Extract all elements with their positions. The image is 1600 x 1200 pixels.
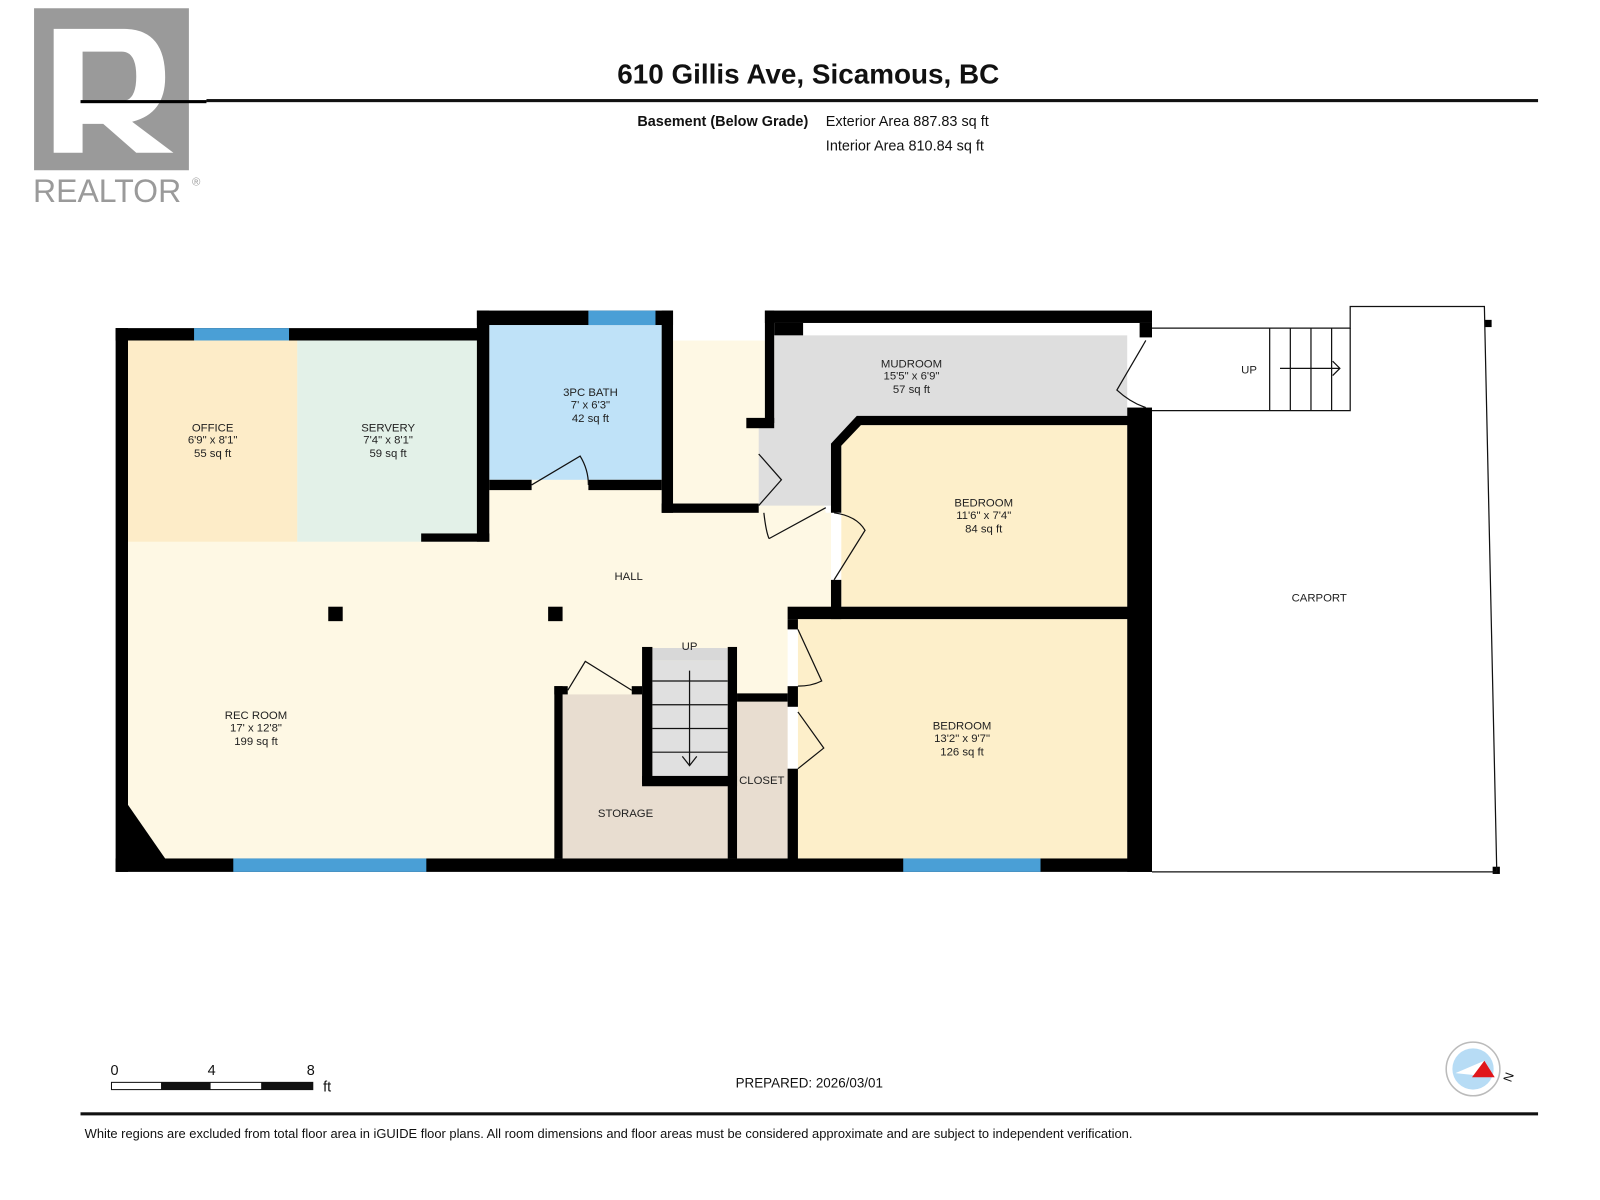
exterior-area: Exterior Area 887.83 sq ft	[826, 114, 989, 130]
svg-text:6'9" x 8'1": 6'9" x 8'1"	[188, 435, 238, 447]
room-bedroom-2: BEDROOM 13'2" x 9'7" 126 sq ft	[933, 720, 992, 758]
footer-disclaimer: White regions are excluded from total fl…	[85, 1126, 1133, 1141]
svg-text:7' x 6'3": 7' x 6'3"	[571, 400, 610, 412]
windows	[194, 310, 1041, 872]
svg-text:4: 4	[208, 1063, 216, 1079]
floor-label: Basement (Below Grade)	[637, 114, 808, 130]
svg-text:11'6" x 7'4": 11'6" x 7'4"	[956, 510, 1011, 522]
inner-stairs-up-label: UP	[682, 641, 698, 653]
storage-label: STORAGE	[598, 808, 654, 820]
outer-stairs-up-label: UP	[1241, 365, 1257, 377]
svg-text:ft: ft	[323, 1080, 331, 1096]
svg-text:OFFICE: OFFICE	[192, 422, 234, 434]
svg-text:BEDROOM: BEDROOM	[933, 720, 992, 732]
svg-text:MUDROOM: MUDROOM	[881, 358, 942, 370]
room-mudroom: MUDROOM 15'5" x 6'9" 57 sq ft	[881, 358, 942, 396]
svg-text:BEDROOM: BEDROOM	[954, 498, 1013, 510]
room-fills	[128, 325, 1128, 859]
room-bath: 3PC BATH 7' x 6'3" 42 sq ft	[563, 387, 618, 425]
footer-divider	[80, 1112, 1539, 1116]
compass-icon: N	[1445, 1041, 1517, 1097]
inner-stairs	[652, 670, 728, 767]
room-bedroom-1: BEDROOM 11'6" x 7'4" 84 sq ft	[954, 498, 1013, 536]
page-title: 610 Gillis Ave, Sicamous, BC	[617, 59, 999, 90]
svg-text:N: N	[1501, 1071, 1517, 1084]
room-servery: SERVERY 7'4" x 8'1" 59 sq ft	[361, 422, 415, 460]
closet-label: CLOSET	[739, 775, 784, 787]
interior-area: Interior Area 810.84 sq ft	[826, 139, 984, 155]
svg-text:®: ®	[192, 177, 201, 189]
svg-text:15'5" x 6'9": 15'5" x 6'9"	[884, 371, 940, 383]
svg-text:84 sq ft: 84 sq ft	[965, 523, 1003, 535]
svg-text:8: 8	[307, 1063, 315, 1079]
svg-text:7'4" x 8'1": 7'4" x 8'1"	[363, 435, 413, 447]
svg-text:59 sq ft: 59 sq ft	[370, 448, 408, 460]
svg-text:42 sq ft: 42 sq ft	[572, 413, 610, 425]
carport-label: CARPORT	[1292, 593, 1347, 605]
svg-text:57 sq ft: 57 sq ft	[893, 384, 931, 396]
room-rec-room: REC ROOM 17' x 12'8" 199 sq ft	[225, 710, 287, 748]
svg-text:0: 0	[111, 1063, 119, 1079]
svg-text:REALTOR: REALTOR	[33, 173, 181, 209]
doors	[531, 340, 1147, 770]
walls	[115, 310, 1500, 874]
svg-text:REC ROOM: REC ROOM	[225, 710, 287, 722]
scale-bar: 0 4 8 ft	[111, 1063, 332, 1096]
svg-text:SERVERY: SERVERY	[361, 422, 415, 434]
hall-label: HALL	[614, 571, 642, 583]
header-divider	[206, 99, 1539, 103]
prepared-date: PREPARED: 2026/03/01	[736, 1076, 883, 1091]
svg-text:3PC BATH: 3PC BATH	[563, 387, 618, 399]
room-office: OFFICE 6'9" x 8'1" 55 sq ft	[188, 422, 238, 460]
svg-text:13'2" x 9'7": 13'2" x 9'7"	[934, 733, 990, 745]
realtor-logo: REALTOR ®	[33, 8, 207, 209]
carport-outline	[1152, 305, 1498, 873]
svg-text:55 sq ft: 55 sq ft	[194, 448, 232, 460]
svg-text:17' x 12'8": 17' x 12'8"	[230, 723, 282, 735]
svg-text:126 sq ft: 126 sq ft	[940, 746, 984, 758]
svg-text:199 sq ft: 199 sq ft	[234, 736, 278, 748]
